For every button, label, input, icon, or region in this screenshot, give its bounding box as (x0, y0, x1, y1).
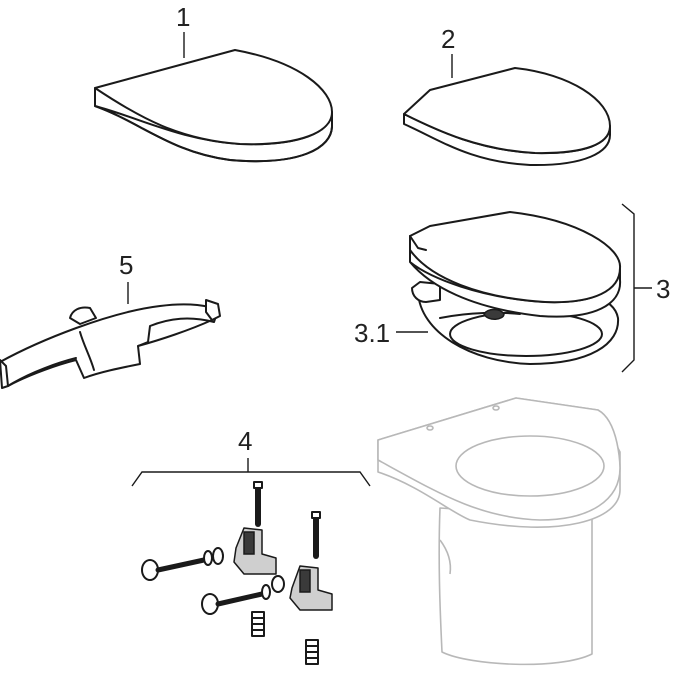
label-part-2: 2 (441, 24, 455, 54)
toilet-pan (377, 397, 621, 666)
label-part-5: 5 (119, 250, 133, 280)
part-3-seat-assembly: 3 3.1 (354, 203, 670, 373)
label-part-1: 1 (176, 2, 190, 32)
label-part-3: 3 (656, 274, 670, 304)
label-part-3-1: 3.1 (354, 318, 390, 348)
label-part-4: 4 (238, 426, 252, 456)
part-4-fixing-set: 4 (131, 426, 371, 665)
part-2-cover: 2 (403, 24, 611, 167)
part-5-hinge-bar: 5 (0, 250, 221, 389)
part-1-cover: 1 (94, 2, 333, 163)
